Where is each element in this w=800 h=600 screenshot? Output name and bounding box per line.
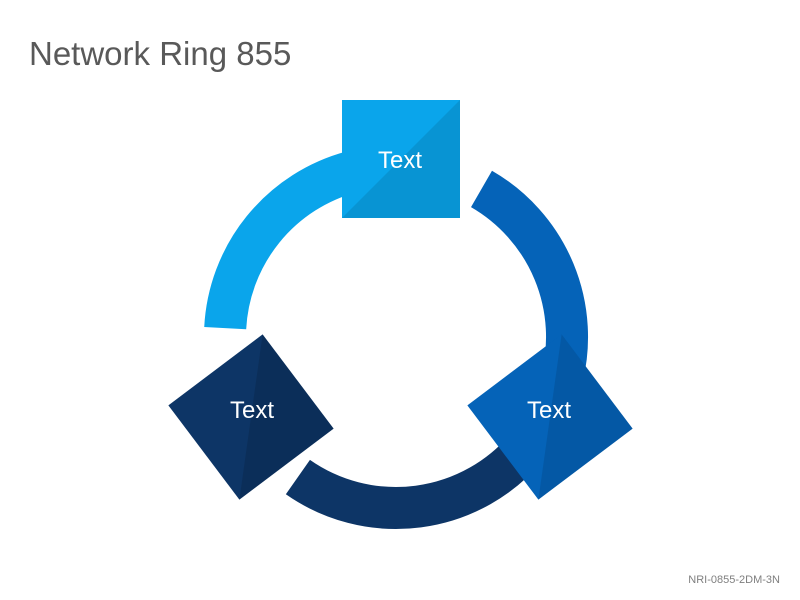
node-right-label: Text bbox=[527, 397, 571, 424]
node-left[interactable] bbox=[168, 334, 334, 500]
node-right[interactable] bbox=[467, 334, 633, 500]
ring-arc-left-top bbox=[204, 151, 358, 330]
node-top[interactable]: Text bbox=[342, 100, 460, 218]
node-left-box bbox=[168, 334, 334, 500]
node-top-shade bbox=[342, 100, 460, 218]
node-right-shade bbox=[538, 334, 633, 500]
node-right-box bbox=[467, 334, 633, 500]
node-left-shade bbox=[239, 334, 334, 500]
ring-arc-right-left bbox=[285, 433, 544, 530]
node-top-box bbox=[342, 100, 460, 218]
node-top-label: Text bbox=[378, 147, 422, 174]
node-left-label: Text bbox=[230, 397, 274, 424]
footer-code: NRI-0855-2DM-3N bbox=[688, 574, 780, 586]
slide-title: Network Ring 855 bbox=[29, 35, 292, 72]
